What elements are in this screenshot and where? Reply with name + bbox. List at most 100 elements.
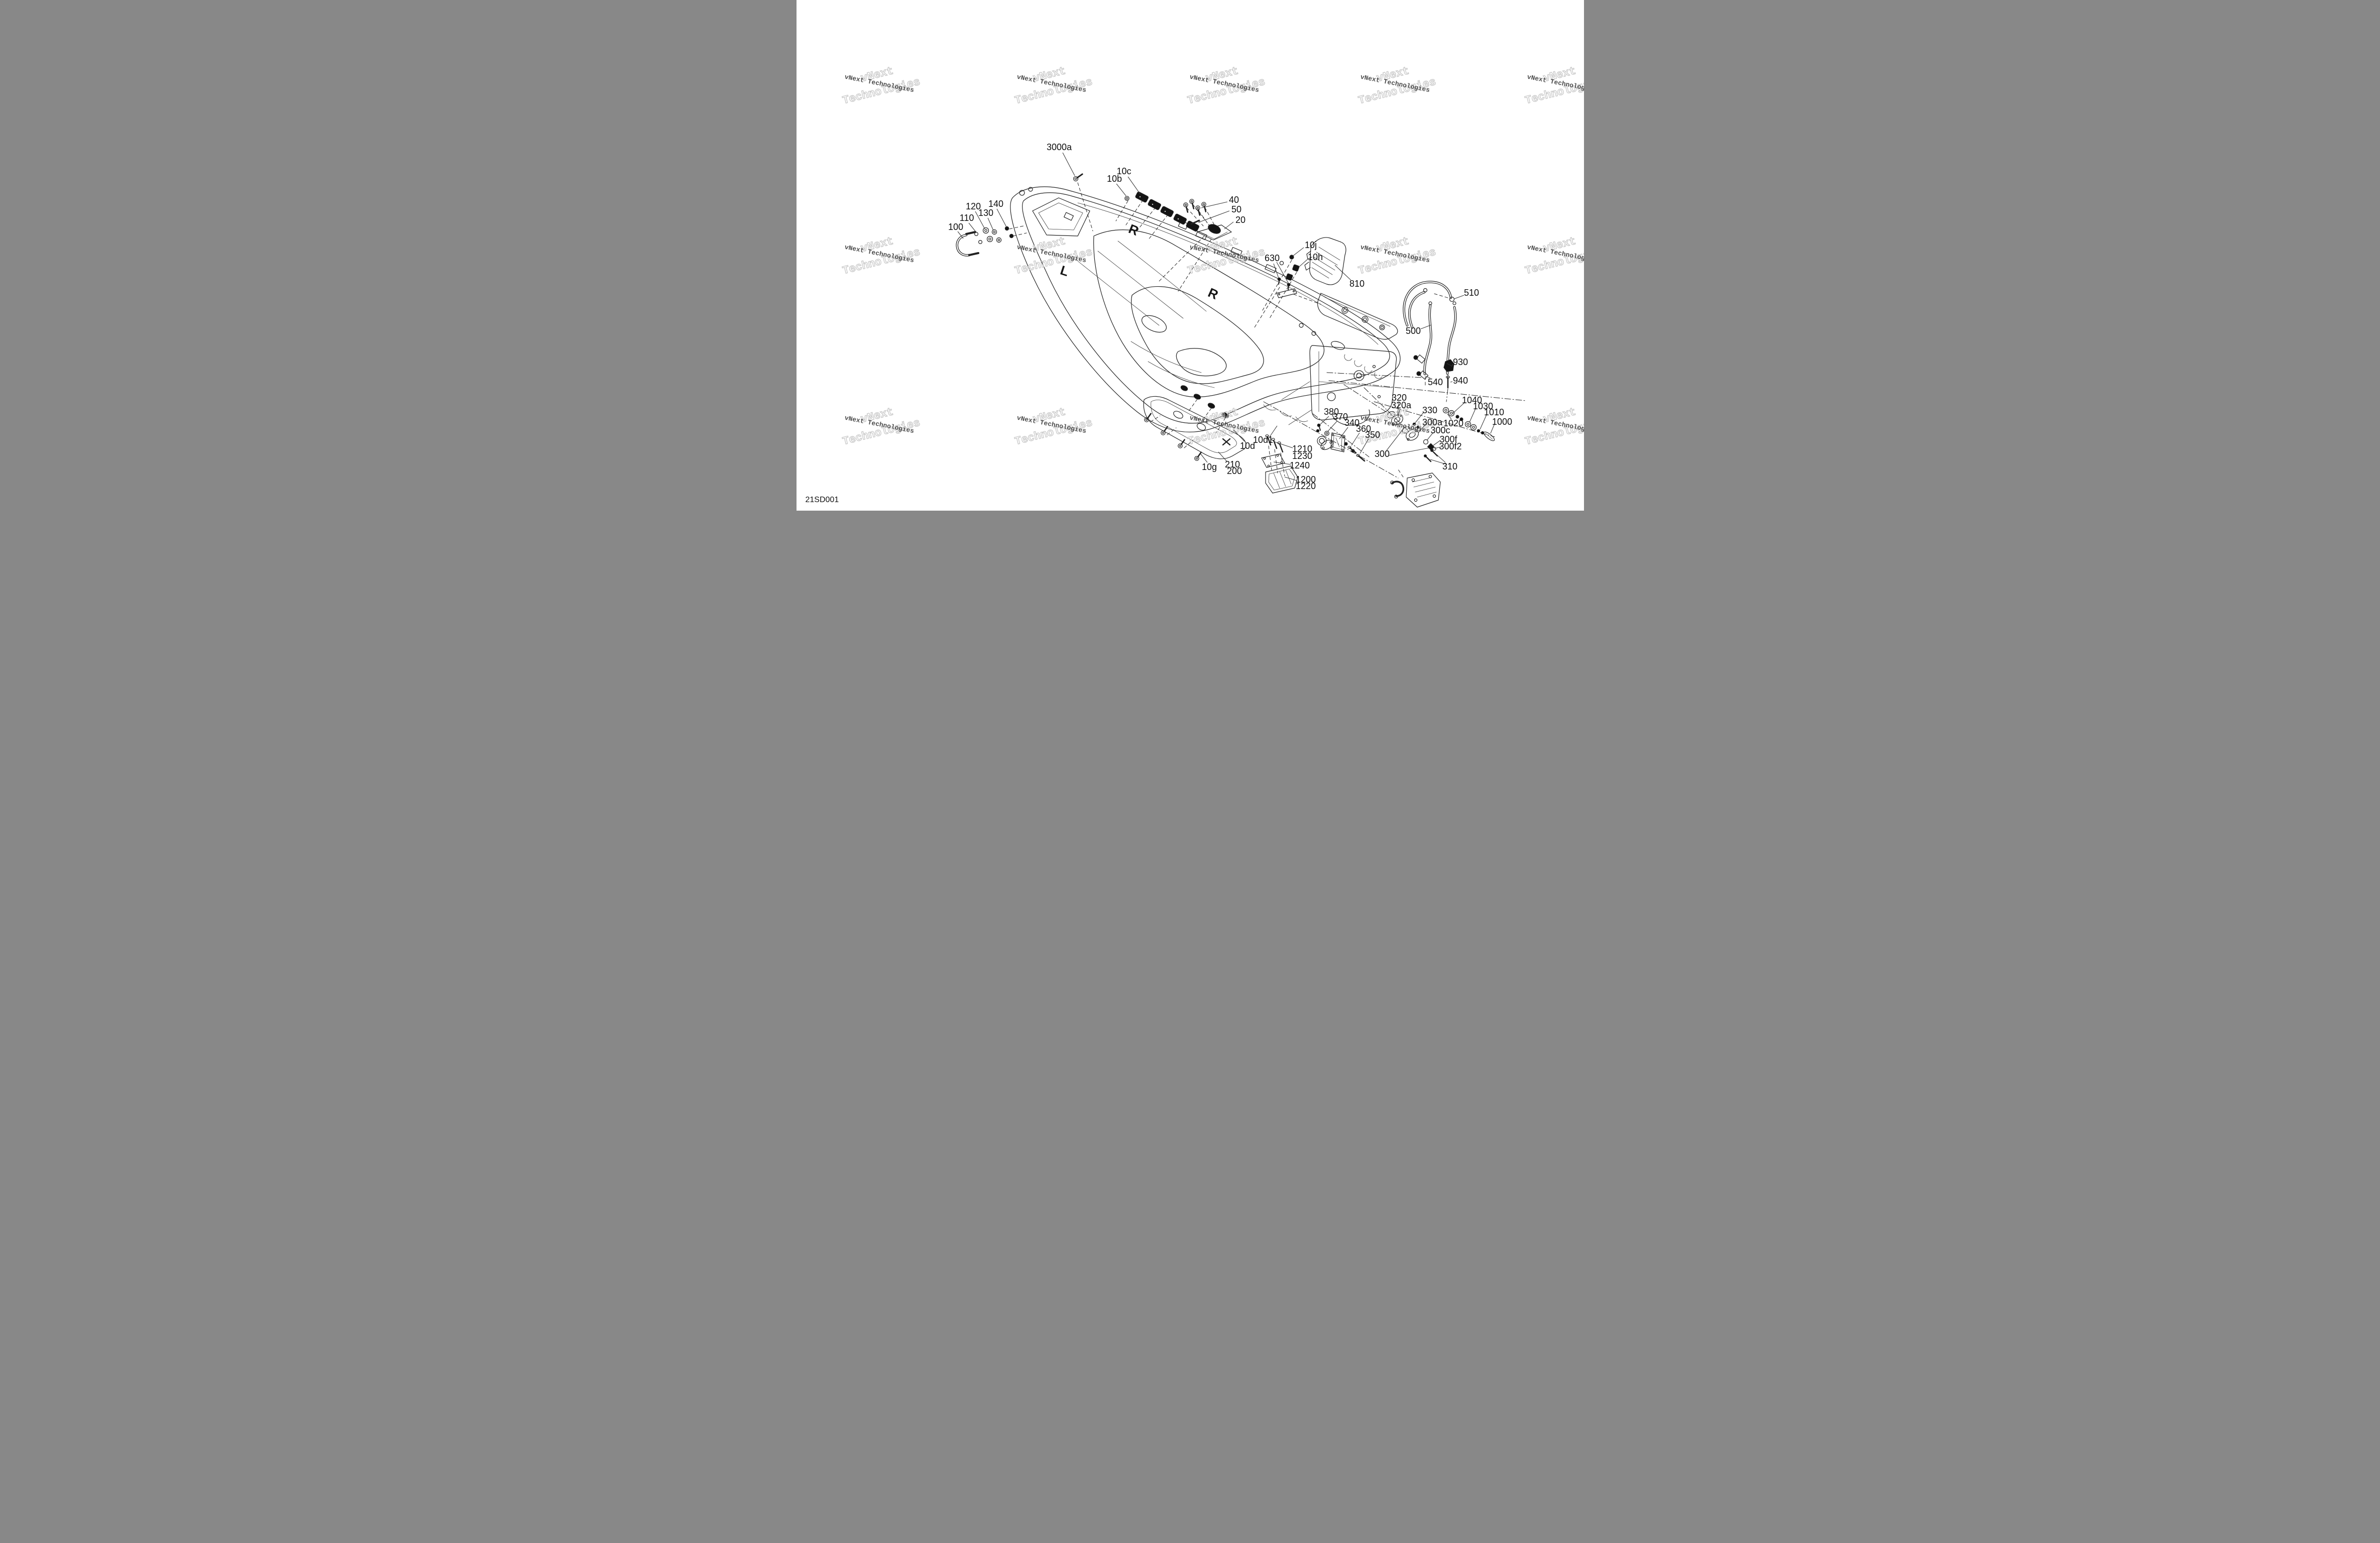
part-label-10c: 10c — [1116, 166, 1131, 176]
leader-line — [1334, 265, 1351, 281]
outlet-flange-parts — [1387, 411, 1438, 462]
part-label-1000: 1000 — [1492, 417, 1512, 427]
leader-line — [987, 217, 994, 231]
part-label-300f: 300f — [1439, 434, 1457, 444]
part-label-300c: 300c — [1430, 425, 1450, 435]
leader-line — [1351, 432, 1359, 446]
hull-drawing — [1009, 186, 1401, 433]
part-label-1200: 1200 — [1295, 474, 1315, 485]
leader-line — [1447, 413, 1451, 420]
ride-shoe-part — [1304, 237, 1346, 285]
screw-part — [1073, 173, 1083, 182]
leader-line — [1490, 423, 1495, 434]
part-label-130: 130 — [978, 208, 993, 218]
diagram-code: 21SD001 — [805, 496, 839, 504]
part-label-1020: 1020 — [1443, 418, 1463, 428]
part-label-930: 930 — [1452, 357, 1467, 367]
mount-bracket-parts — [1312, 413, 1369, 462]
leader-line — [1276, 262, 1289, 284]
sponson-rail-left — [1143, 385, 1246, 462]
leader-line — [1386, 428, 1404, 451]
leader-line — [1397, 409, 1400, 417]
part-label-1040: 1040 — [1461, 395, 1482, 405]
leader-line — [975, 211, 985, 229]
sponson-rail-right — [1317, 293, 1398, 340]
part-label-300: 300 — [1374, 449, 1389, 459]
bumper-parts — [1135, 191, 1199, 232]
leader-line — [1198, 210, 1229, 223]
leader-line — [1479, 414, 1487, 430]
part-label-330: 330 — [1422, 405, 1437, 415]
leader-line — [1359, 438, 1369, 454]
part-label-110: 110 — [959, 213, 974, 223]
part-label-10g: 10g — [1201, 462, 1216, 472]
part-label-370: 370 — [1332, 412, 1347, 422]
leader-line — [1320, 416, 1329, 425]
leader-line — [1327, 421, 1337, 432]
part-label-300a: 300a — [1422, 417, 1442, 427]
part-label-1210: 1210 — [1292, 444, 1312, 454]
leader-line — [1274, 441, 1293, 448]
leader-line — [1430, 459, 1447, 465]
leader-line — [1269, 425, 1277, 437]
part-label-360: 360 — [1355, 424, 1371, 434]
part-label-1240: 1240 — [1289, 460, 1309, 470]
leader-line — [1298, 259, 1308, 268]
leader-line — [1200, 453, 1207, 463]
leader-line — [1127, 176, 1140, 194]
part-label-10d: 10d — [1239, 441, 1255, 451]
leader-line — [1339, 427, 1348, 439]
hull-marking-R: R — [1205, 285, 1220, 302]
leader-line — [1434, 446, 1441, 449]
part-label-310: 310 — [1442, 461, 1457, 471]
part-label-100: 100 — [948, 222, 963, 232]
leader-line — [1397, 402, 1399, 416]
part-label-40: 40 — [1228, 195, 1238, 205]
leader-line — [1389, 447, 1429, 456]
leader-line — [1454, 295, 1464, 299]
leader-line — [1116, 183, 1126, 196]
leader-line — [968, 222, 976, 233]
part-label-1230: 1230 — [1292, 451, 1312, 461]
leader-line — [1468, 408, 1476, 423]
leader-line — [957, 231, 963, 239]
part-label-1010: 1010 — [1484, 407, 1504, 417]
part-label-810: 810 — [1349, 279, 1364, 289]
part-label-10d1: 10d1 — [1253, 435, 1273, 445]
part-label-140: 140 — [988, 199, 1003, 209]
part-label-10b: 10b — [1106, 174, 1121, 184]
part-label-120: 120 — [965, 201, 980, 211]
part-label-1220: 1220 — [1295, 481, 1315, 491]
leader-line — [1201, 201, 1227, 208]
leader-line — [1425, 376, 1430, 379]
leader-line — [1435, 453, 1445, 463]
part-label-630: 630 — [1264, 253, 1279, 263]
leader-line — [1218, 451, 1227, 462]
bracket-part — [1196, 224, 1232, 241]
clamp-parts — [1413, 354, 1454, 402]
part-label-10j: 10j — [1304, 240, 1316, 250]
leader-line — [1420, 324, 1431, 329]
leader-line — [1273, 263, 1279, 279]
part-label-940: 940 — [1452, 376, 1467, 386]
part-label-320: 320 — [1391, 393, 1406, 403]
leader-line — [1292, 247, 1304, 257]
leader-line — [1418, 424, 1425, 433]
part-label-1030: 1030 — [1472, 401, 1493, 411]
leader-line — [1062, 152, 1075, 176]
leader-line — [1452, 402, 1464, 414]
hull-marking-R: R — [1126, 221, 1141, 239]
wear-plate-parts — [1390, 467, 1441, 508]
